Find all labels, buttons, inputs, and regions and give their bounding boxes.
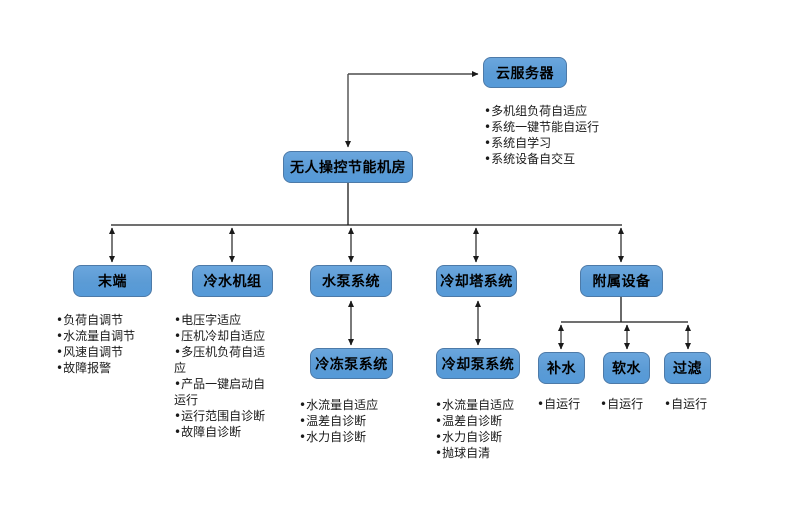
node-filtration: 过滤 — [664, 352, 711, 384]
node-root-machine-room: 无人操控节能机房 — [283, 151, 413, 183]
node-makeup-water: 补水 — [538, 352, 585, 384]
feature-list-filtration: •自运行 — [664, 397, 708, 411]
node-auxiliary-equipment: 附属设备 — [580, 265, 663, 297]
node-cooling-tower-system: 冷却塔系统 — [436, 265, 517, 297]
node-terminal: 末端 — [73, 265, 152, 297]
feature-list-soft-water: •自运行 — [600, 397, 644, 411]
feature-list-cooling-pump-system: •水流量自适应 •温差自诊断 •水力自诊断 •抛球自清 — [435, 398, 515, 460]
node-cloud-server: 云服务器 — [483, 57, 567, 88]
feature-list-makeup-water: •自运行 — [537, 397, 581, 411]
feature-list-cloud-server: •多机组负荷自适应 •系统一键节能自运行 •系统自学习 •系统设备自交互 — [484, 104, 600, 166]
feature-list-terminal: •负荷自调节 •水流量自调节 •风速自调节 •故障报警 — [56, 313, 136, 375]
feature-list-chilled-pump-system: •水流量自适应 •温差自诊断 •水力自诊断 — [299, 398, 379, 444]
node-pump-system: 水泵系统 — [310, 265, 392, 297]
node-chiller-unit: 冷水机组 — [192, 265, 273, 297]
node-cooling-pump-system: 冷却泵系统 — [436, 348, 520, 379]
node-chilled-pump-system: 冷冻泵系统 — [310, 348, 393, 379]
node-soft-water: 软水 — [603, 352, 650, 384]
feature-list-chiller-unit: •电压字适应 •压机冷却自适应 •多压机负荷自适应 •产品一键启动自运行 •运行… — [174, 313, 266, 439]
